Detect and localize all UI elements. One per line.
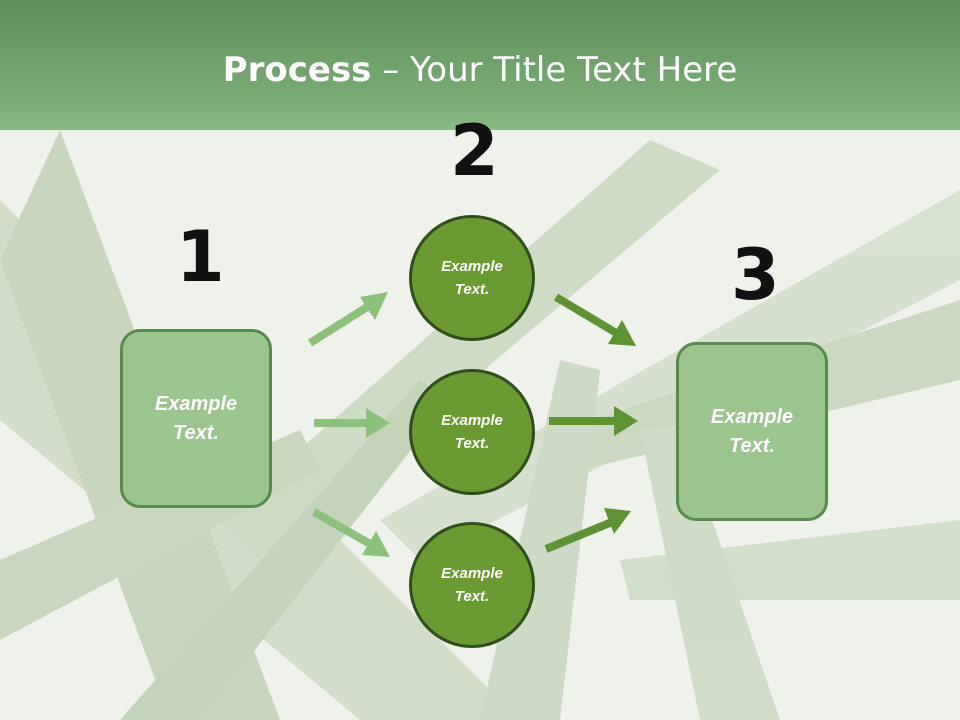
slide-title: Process – Your Title Text Here xyxy=(0,50,960,90)
circle-top-line1: Example xyxy=(441,258,503,275)
step-number-1: 1 xyxy=(176,216,225,298)
left-box-line2: Text. xyxy=(173,421,219,444)
title-bold: Process xyxy=(222,50,372,90)
circle-top-line2: Text. xyxy=(454,281,490,298)
circle-bottom-line2: Text. xyxy=(454,588,490,605)
right-box-line1: Example xyxy=(710,405,794,428)
circle-middle-line2: Text. xyxy=(454,435,490,452)
circle-bottom-line1: Example xyxy=(441,565,503,582)
left-text-box[interactable]: Example Text. xyxy=(120,329,272,508)
right-box-line2: Text. xyxy=(729,434,775,457)
title-band xyxy=(0,0,960,130)
step-number-2: 2 xyxy=(450,110,499,192)
circle-top[interactable]: Example Text. xyxy=(409,215,535,341)
circle-bottom[interactable]: Example Text. xyxy=(409,522,535,648)
circle-middle[interactable]: Example Text. xyxy=(409,369,535,495)
circle-middle-line1: Example xyxy=(441,412,503,429)
title-rest: – Your Title Text Here xyxy=(371,50,738,90)
step-number-3: 3 xyxy=(731,234,780,316)
left-box-line1: Example xyxy=(154,392,238,415)
right-text-box[interactable]: Example Text. xyxy=(676,342,828,521)
